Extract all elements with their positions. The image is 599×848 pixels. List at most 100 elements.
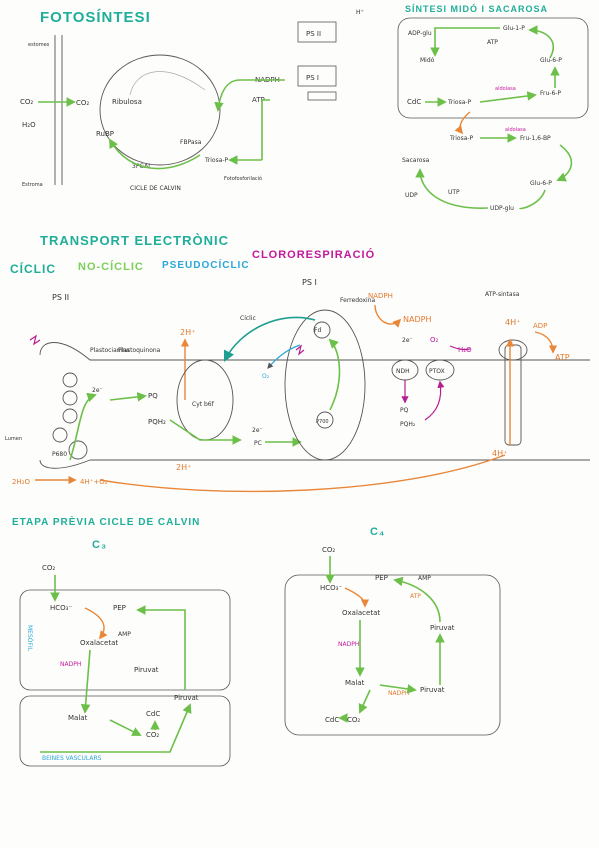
arrow-glu6-udp xyxy=(519,189,546,210)
c3-title: C₃ xyxy=(92,539,107,551)
arrow-c4-pir-pep xyxy=(393,576,441,623)
tr-adp: ADP xyxy=(533,322,547,330)
c3-beines: BEINES VASCULARS xyxy=(42,755,102,762)
title-fotosintesi: FOTOSÍNTESI xyxy=(40,9,151,26)
c4-malat: Malat xyxy=(345,679,365,687)
arrow-proton-gradient xyxy=(99,454,506,493)
sint-sacarosa: Sacarosa xyxy=(402,157,430,164)
tr-ps1: PS I xyxy=(302,278,317,287)
arrow-cyt-pc xyxy=(169,419,242,445)
arrow-pq-ptox xyxy=(424,380,445,421)
arrow-ptox-water xyxy=(449,345,471,351)
tr-pc: PC xyxy=(254,440,262,447)
c4-co2: CO₂ xyxy=(322,546,335,554)
arrow-trios-export xyxy=(454,111,471,135)
membrane-label: estomes xyxy=(28,42,50,48)
arrow-to-pq xyxy=(109,392,147,402)
sint-glu6p2: Glu-6-P xyxy=(530,180,552,187)
arrow-glu-mido xyxy=(430,27,500,57)
arrow-nadph xyxy=(214,79,285,112)
type-no-ciclic: NO-CÍCLIC xyxy=(78,260,144,273)
photo-fotofosf: Fotofosforilació xyxy=(224,175,262,182)
c3-mesofil: MESÒFIL xyxy=(26,625,33,652)
c3-co2b: CO₂ xyxy=(146,731,159,739)
membrane-top xyxy=(39,342,590,361)
photo-estroma-label: Estroma xyxy=(22,182,43,188)
arrow-trios-fru xyxy=(479,91,537,103)
arrow-adp-atp xyxy=(534,331,558,354)
light-photon-icon-2 xyxy=(295,344,305,356)
ps2-antenna-2 xyxy=(62,390,78,406)
arrow-atp xyxy=(261,99,270,160)
c4-cdc: CdC xyxy=(325,716,339,724)
photo-atp: ATP xyxy=(252,96,265,104)
arrow-c3-bottom xyxy=(40,703,192,753)
c4-amp: AMP xyxy=(418,575,431,582)
c3-hco3: HCO₃⁻ xyxy=(50,604,72,612)
tr-nadph-b: NADPH xyxy=(403,315,431,324)
c4-piruvat: Piruvat xyxy=(430,624,455,632)
tr-ps2: PS II xyxy=(52,293,69,302)
photo-ps2: PS II xyxy=(306,30,321,38)
ps1-box xyxy=(297,65,337,87)
tr-pq: PQ xyxy=(148,392,158,400)
tr-nadph-a: NADPH xyxy=(368,292,393,300)
sint-udp: UDP xyxy=(405,192,418,199)
arrow-c3-pir-pep xyxy=(136,605,186,690)
transport-section: TRANSPORT ELECTRÒNIC CÍCLIC NO-CÍCLIC PS… xyxy=(5,233,590,493)
photo-rubp: RuBP xyxy=(96,130,114,138)
arrow-pseudocyclic xyxy=(267,344,301,369)
c4-hco3: HCO₃⁻ xyxy=(320,584,342,592)
c3-malat: Malat xyxy=(68,714,88,722)
tr-fd: Fd xyxy=(314,327,321,334)
tr-p680: P680 xyxy=(52,451,67,458)
tr-ferredoxina: Ferredoxina xyxy=(340,297,376,304)
sintesi-section: SÍNTESI MIDÓ I SACAROSA ADP-glu Glu-1-P … xyxy=(397,3,589,212)
tr-e2-c: 2e⁻ xyxy=(402,337,413,344)
arrow-c4-malat-co2 xyxy=(358,689,371,714)
photo-h2o: H₂O xyxy=(22,121,36,129)
sint-aldolasa2: aldolasa xyxy=(505,127,526,133)
c3-mesofil-box xyxy=(19,589,231,691)
photo-fbp: FBPasa xyxy=(180,139,202,146)
sint-udpglu: UDP-glu xyxy=(490,205,514,212)
photo-ps1: PS I xyxy=(306,74,319,82)
sint-utp: UTP xyxy=(448,189,460,196)
tr-pqh2: PQH₂ xyxy=(148,418,166,426)
tr-o2-clr: O₂ xyxy=(430,336,439,344)
light-photon-icon xyxy=(29,334,41,346)
sint-adpglu: ADP-glu xyxy=(408,30,432,37)
c3-amp: AMP xyxy=(118,631,131,638)
arrow-glu6-glu1 xyxy=(528,25,554,59)
c4-atp: ATP xyxy=(410,593,421,600)
ps1-p700 xyxy=(316,411,334,429)
arrow-ps2-e xyxy=(69,392,97,461)
type-clororespiracio: CLORORESPIRACIÓ xyxy=(252,248,375,261)
sint-atp: ATP xyxy=(487,39,498,46)
photo-hplus: H⁺ xyxy=(356,9,364,16)
c3-oxalacetat: Oxalacetat xyxy=(80,639,118,647)
photo-trios: Triosa-P xyxy=(204,157,229,164)
tr-cicl-label: Cíclic xyxy=(240,315,256,322)
ps2-reaction-center xyxy=(68,440,88,460)
atp-synthase-box xyxy=(307,91,337,101)
c4-title: C₄ xyxy=(370,526,385,538)
tr-lumen-label: Lumen xyxy=(5,436,22,442)
etapa-section: ETAPA PRÈVIA CICLE DE CALVIN C₃ C₄ CO₂ H… xyxy=(12,515,501,767)
type-ciclic: CÍCLIC xyxy=(10,261,56,276)
c3-pep: PEP xyxy=(113,604,126,612)
arrow-nadph-clr xyxy=(374,304,402,328)
tr-4h-bottom: 4H⁺ xyxy=(492,449,507,458)
c3-piruvat: Piruvat xyxy=(174,694,199,702)
photo-cicle: CICLE DE CALVIN xyxy=(130,185,181,192)
c4-oxalacetat: Oxalacetat xyxy=(342,609,380,617)
arrow-c3-pep-oaa xyxy=(84,607,108,640)
sint-glu1p: Glu-1-P xyxy=(503,25,525,32)
sint-cdc: CdC xyxy=(407,98,421,106)
ps2-antenna-1 xyxy=(62,372,78,388)
ps2-antenna-3 xyxy=(62,408,78,424)
arrow-udp-sacarosa xyxy=(415,168,489,209)
arrow-c3-malat-co2 xyxy=(109,719,142,736)
c4-pep: PEP xyxy=(375,574,388,582)
tr-o2-pseudo: O₂ xyxy=(262,373,270,380)
